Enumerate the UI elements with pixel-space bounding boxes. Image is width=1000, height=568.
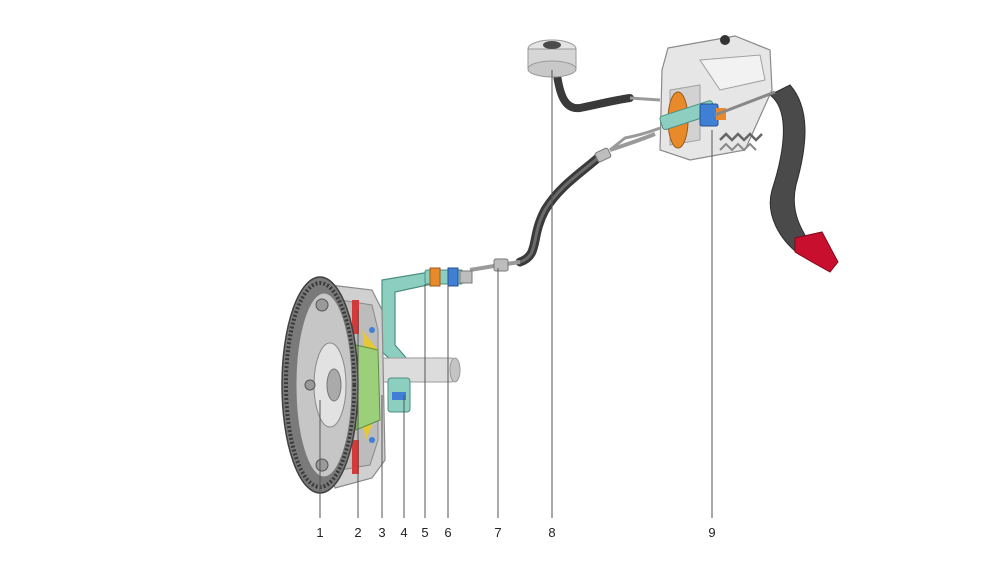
callout-label-5: 5: [421, 525, 428, 540]
callout-label-6: 6: [444, 525, 451, 540]
pedal-spring: [719, 132, 763, 142]
main-hose: [515, 151, 605, 267]
clutch-pedal-arm: [769, 84, 816, 256]
pedal-assembly: [609, 35, 839, 273]
callout-label-8: 8: [548, 525, 555, 540]
callout-label-4: 4: [400, 525, 407, 540]
hydraulic-line: [469, 71, 661, 272]
callout-label-3: 3: [378, 525, 385, 540]
slave-cylinder-icon: [381, 267, 473, 369]
callout-label-9: 9: [708, 525, 715, 540]
release-bearing-icon: [387, 377, 411, 413]
callout-labels: 1 2 3 4 5 6 7 8 9: [316, 525, 715, 540]
callout-lines: [319, 70, 713, 518]
callout-label-1: 1: [316, 525, 323, 540]
clutch-pedal-icon: [794, 231, 839, 273]
reservoir-hose: [553, 71, 634, 113]
callout-label-2: 2: [354, 525, 361, 540]
callout-label-7: 7: [494, 525, 501, 540]
